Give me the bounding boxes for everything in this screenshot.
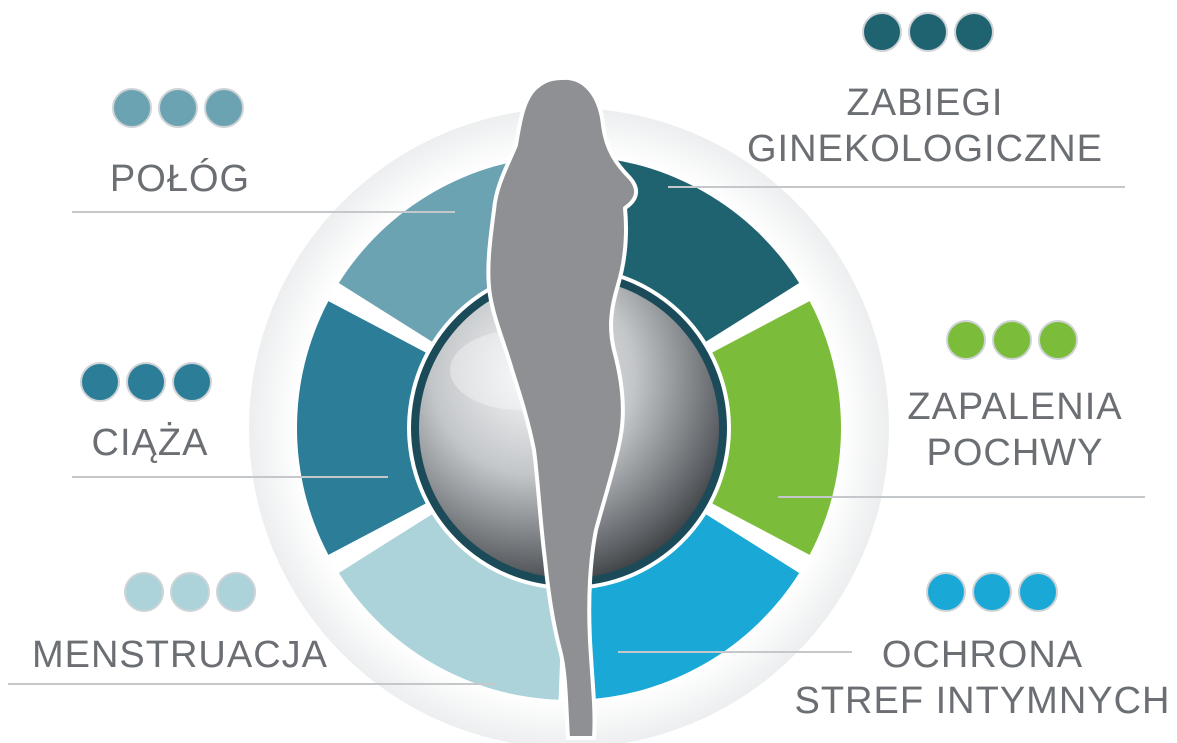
dot-icon	[946, 320, 986, 360]
dot-icon	[124, 572, 164, 612]
label-zapalenia-line-1: ZAPALENIA	[880, 384, 1150, 430]
label-zabiegi-line-1: ZABIEGI	[730, 80, 1120, 126]
label-ochrona-line-1: OCHRONA	[790, 632, 1175, 678]
dots-menstruacja	[124, 572, 256, 612]
dot-icon	[112, 88, 152, 128]
dot-icon	[216, 572, 256, 612]
label-ochrona: OCHRONA STREF INTYMNYCH	[790, 632, 1175, 724]
label-zabiegi: ZABIEGI GINEKOLOGICZNE	[730, 80, 1120, 172]
label-zabiegi-line-2: GINEKOLOGICZNE	[730, 126, 1120, 172]
dot-icon	[204, 88, 244, 128]
label-ciaza: CIĄŻA	[60, 420, 240, 466]
label-menstruacja: MENSTRUACJA	[10, 632, 350, 678]
dots-ciaza	[80, 362, 212, 402]
dot-icon	[170, 572, 210, 612]
dots-zapalenia	[946, 320, 1078, 360]
dot-icon	[158, 88, 198, 128]
label-ciaza-line-1: CIĄŻA	[60, 420, 240, 466]
dot-icon	[908, 12, 948, 52]
dot-icon	[954, 12, 994, 52]
label-zapalenia-line-2: POCHWY	[880, 430, 1150, 476]
dots-polog	[112, 88, 244, 128]
dot-icon	[1018, 572, 1058, 612]
dot-icon	[926, 572, 966, 612]
dot-icon	[172, 362, 212, 402]
dot-icon	[80, 362, 120, 402]
dots-zabiegi	[862, 12, 994, 52]
dot-icon	[862, 12, 902, 52]
label-menstruacja-line-1: MENSTRUACJA	[10, 632, 350, 678]
label-polog: POŁÓG	[70, 156, 290, 202]
dot-icon	[972, 572, 1012, 612]
dot-icon	[126, 362, 166, 402]
dot-icon	[1038, 320, 1078, 360]
label-polog-line-1: POŁÓG	[70, 156, 290, 202]
label-zapalenia: ZAPALENIA POCHWY	[880, 384, 1150, 476]
label-ochrona-line-2: STREF INTYMNYCH	[790, 678, 1175, 724]
dots-ochrona	[926, 572, 1058, 612]
dot-icon	[992, 320, 1032, 360]
